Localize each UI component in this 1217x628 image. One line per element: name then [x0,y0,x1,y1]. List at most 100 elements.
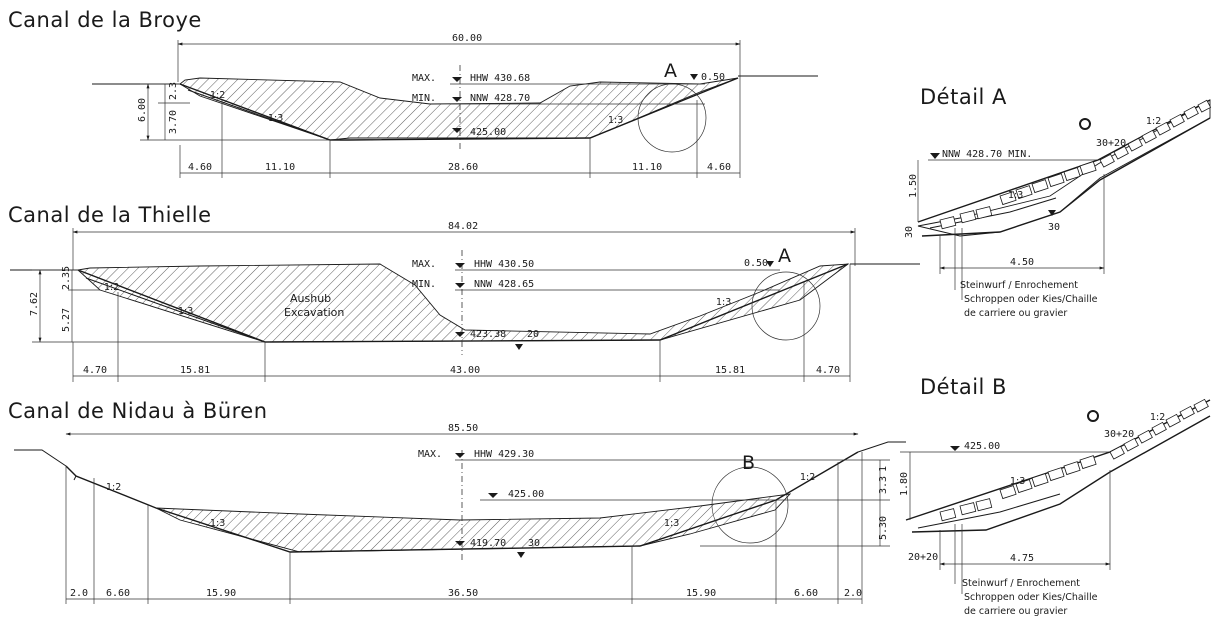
thielle-title: Canal de la Thielle [8,203,212,227]
nidau-level-mid: 425.00 [508,489,544,500]
nidau-detail-mark: B [742,452,756,474]
thielle-width-2: 15.81 [180,365,210,376]
detail-a-toe: 30 [904,226,915,238]
broye-height-upper: 2.3 [168,82,179,100]
broye-min-label: MIN. [412,93,436,104]
detail-b-riprap [939,398,1209,522]
thielle-width-4: 15.81 [715,365,745,376]
detail-b-level: 425.00 [964,441,1000,452]
broye-detail-mark: A [664,60,678,82]
broye-title: Canal de la Broye [8,8,202,32]
nidau-slope-mid-right: 1:3 [664,518,679,529]
detail-a-caption-1: Steinwurf / Enrochement [960,280,1078,291]
broye-excavation-area [179,77,739,141]
nidau-width-6: 6.60 [794,588,818,599]
broye-hhw: HHW 430.68 [470,73,530,84]
thielle-width-5: 4.70 [816,365,840,376]
broye-height-total: 6.00 [137,98,148,122]
section-nidau: Canal de Nidau à Büren 85.50 MAX. HHW 42… [8,399,906,604]
thielle-min-label: MIN. [412,279,436,290]
broye-bottom: 425.00 [470,127,506,138]
detail-a-marker-icon [1079,118,1091,130]
nidau-total-width: 85.50 [448,423,478,434]
detail-a-title: Détail A [920,85,1007,109]
broye-width-3: 28.60 [448,162,478,173]
detail-b-caption-3: de carriere ou gravier [964,606,1067,617]
detail-b: Détail B 425.00 30+20 1:2 1: [899,375,1211,617]
detail-a-layer: 30+20 [1096,138,1126,149]
nidau-slope-left: 1:2 [106,482,121,493]
thielle-width-3: 43.00 [450,365,480,376]
broye-nnw: NNW 428.70 [470,93,530,104]
nidau-ground-left [14,449,67,467]
nidau-max-label: MAX. [418,449,442,460]
nidau-slope-right: 1:2 [800,472,815,483]
section-thielle: Canal de la Thielle 84.02 MAX. HHW 430.5… [8,203,920,382]
detail-a-toe-right: 30 [1048,222,1060,233]
detail-a-slope-top: 1:2 [1146,116,1161,127]
thielle-slope-bank: 1:2 [104,282,119,293]
broye-width-4: 11.10 [632,162,662,173]
broye-slope-left: 1:3 [268,113,283,124]
thielle-excavation-area [77,263,850,343]
broye-freeboard: 0.50 [701,72,725,83]
detail-b-marker-icon [1087,410,1099,422]
detail-a-height: 1.50 [908,174,919,198]
nidau-hhw: HHW 429.30 [474,449,534,460]
detail-b-caption-2: Schroppen oder Kies/Chaille [964,592,1098,603]
detail-b-title: Détail B [920,375,1007,399]
broye-slope-bank: 1:2 [210,90,225,101]
detail-a-nnw: NNW 428.70 MIN. [942,149,1032,160]
detail-b-slope-face: 1:3 [1010,476,1025,487]
nidau-slope-mid-left: 1:3 [210,518,225,529]
section-broye: Canal de la Broye 60.00 MAX. HHW 430.68 … [8,8,818,178]
nidau-bottom-extra: 30 [528,538,540,549]
thielle-height-total: 7.62 [29,292,40,316]
detail-a-riprap [939,99,1212,230]
nidau-width-5: 15.90 [686,588,716,599]
thielle-slope-right: 1:3 [716,297,731,308]
nidau-height-right-top: 1 [878,466,889,472]
broye-slope-right: 1:3 [608,115,623,126]
broye-profile [179,77,739,141]
nidau-title: Canal de Nidau à Büren [8,399,268,423]
thielle-excavation: Excavation [284,306,344,319]
thielle-nnw: NNW 428.65 [474,279,534,290]
thielle-slope-left: 1:3 [178,306,193,317]
thielle-detail-mark: A [778,245,792,267]
thielle-hhw: HHW 430.50 [474,259,534,270]
thielle-aushub: Aushub [290,292,331,305]
nidau-width-3: 15.90 [206,588,236,599]
detail-b-layer: 30+20 [1104,429,1134,440]
nidau-ground-right [857,441,906,453]
detail-a: Détail A NNW 428.70 MIN. [904,85,1212,319]
thielle-height-upper: 2.35 [61,266,72,290]
detail-a-caption-3: de carriere ou gravier [964,308,1067,319]
detail-a-width: 4.50 [1010,257,1034,268]
detail-b-toe: 20+20 [908,552,938,563]
broye-total-width: 60.00 [452,33,482,44]
thielle-bottom: 423.38 [470,329,506,340]
thielle-height-lower: 5.27 [61,308,72,332]
thielle-freeboard: 0.50 [744,258,768,269]
nidau-height-right-total: 5.30 [878,516,889,540]
nidau-width-2: 6.60 [106,588,130,599]
broye-width-1: 4.60 [188,162,212,173]
broye-height-lower: 3.70 [168,110,179,134]
nidau-width-4: 36.50 [448,588,478,599]
thielle-max-label: MAX. [412,259,436,270]
thielle-width-1: 4.70 [83,365,107,376]
broye-width-5: 4.60 [707,162,731,173]
detail-b-caption-1: Steinwurf / Enrochement [962,578,1080,589]
nidau-width-1: 2.0 [70,588,88,599]
broye-max-label: MAX. [412,73,436,84]
detail-b-height: 1.80 [899,472,910,496]
nidau-bottom: 419.70 [470,538,506,549]
broye-detail-circle [637,83,707,153]
nidau-width-7: 2.0 [844,588,862,599]
detail-a-caption-2: Schroppen oder Kies/Chaille [964,294,1098,305]
nidau-height-right-mid: 3.3 [878,476,889,494]
detail-b-slope-top: 1:2 [1150,412,1165,423]
detail-a-slope-face: 1:3 [1008,190,1023,201]
